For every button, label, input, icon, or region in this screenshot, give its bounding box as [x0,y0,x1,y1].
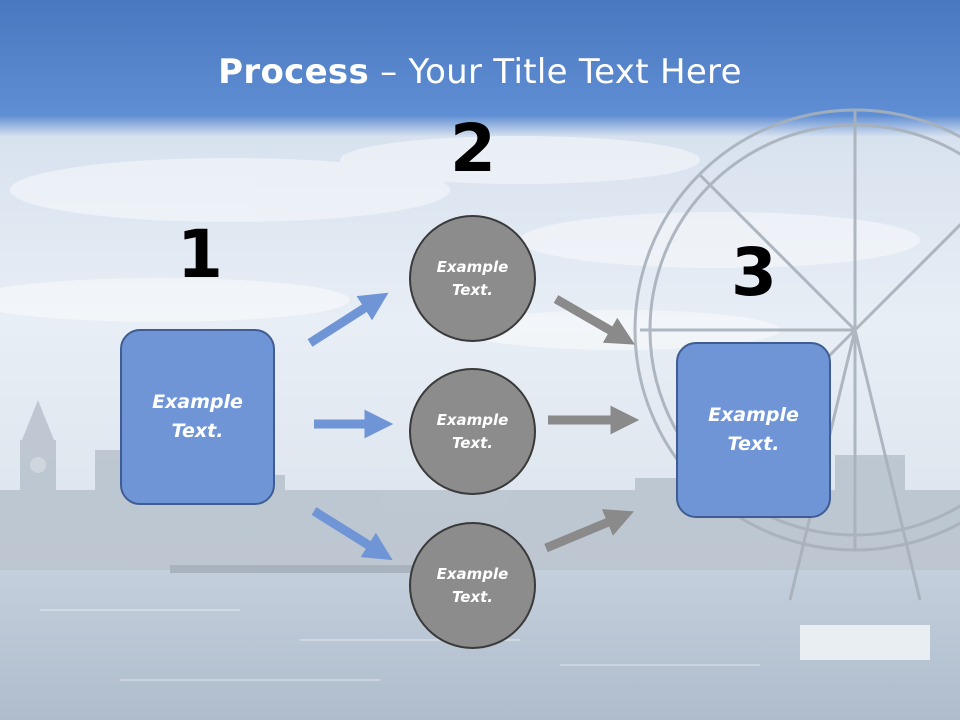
clock-tower [30,457,46,473]
step-3-number: 3 [731,234,777,311]
arrow-bottom-to-3 [544,509,634,553]
arrow-1-to-top [307,292,389,347]
slide-title: Process – Your Title Text Here [0,52,960,92]
step-2-circle-top[interactable]: Example Text. [409,215,536,342]
step-1-label: Example Text. [152,391,243,442]
title-bold: Process [218,52,370,92]
circle-top-label: Example Text. [436,257,509,299]
arrow-1-to-bottom [311,507,393,561]
step-1-number: 1 [177,216,223,293]
step-1-box[interactable]: Example Text. [120,329,275,505]
bridge [170,565,430,573]
river-boat [800,625,930,660]
arrow-top-to-3 [553,295,635,345]
step-2-circle-bottom[interactable]: Example Text. [409,522,536,649]
step-2-number: 2 [450,110,496,187]
title-rest: – Your Title Text Here [369,52,742,92]
step-3-box[interactable]: Example Text. [676,342,831,518]
circle-middle-label: Example Text. [436,410,509,452]
step-3-label: Example Text. [708,404,799,455]
circle-bottom-label: Example Text. [436,564,509,606]
step-2-circle-middle[interactable]: Example Text. [409,368,536,495]
